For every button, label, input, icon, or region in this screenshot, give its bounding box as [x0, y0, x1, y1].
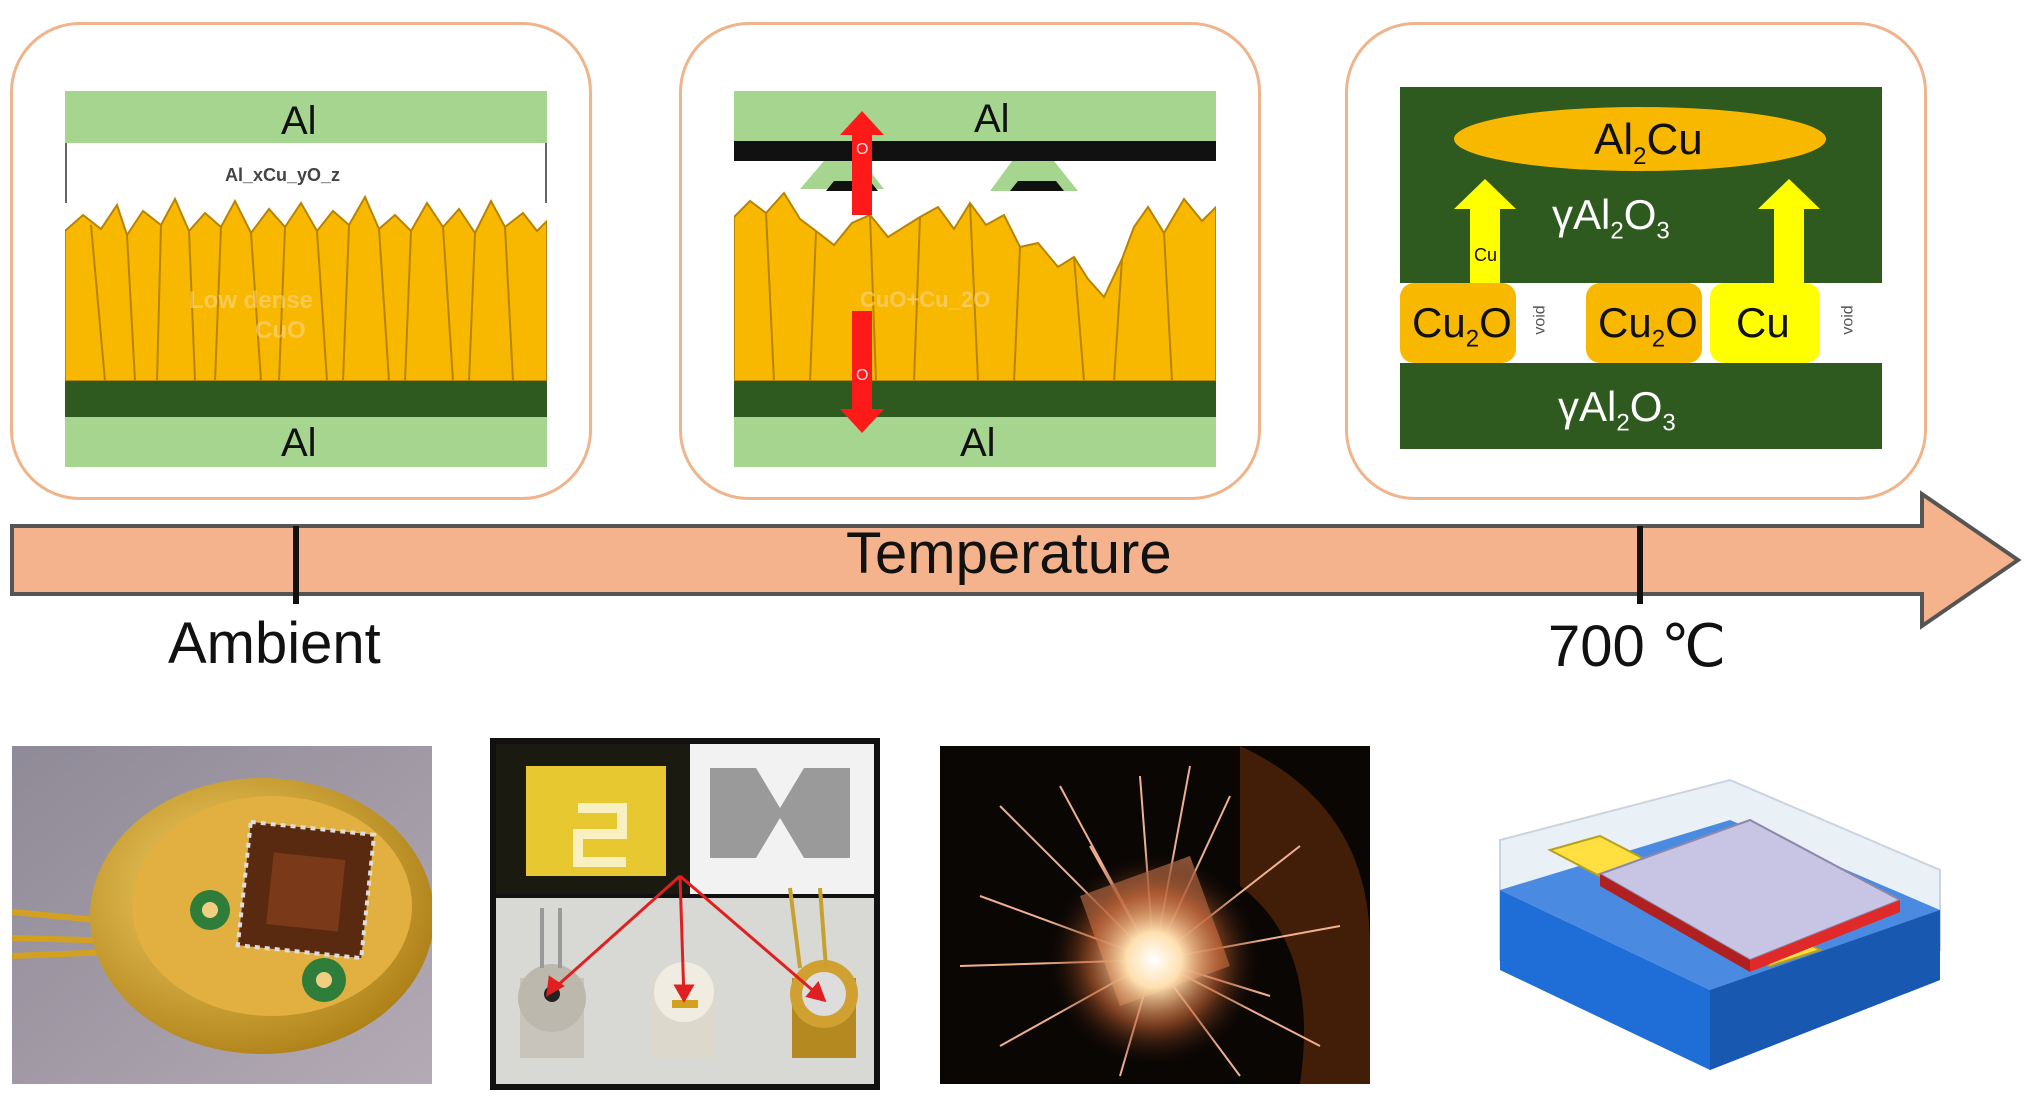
top-al-label: Al	[974, 97, 1010, 141]
void-label-left: void	[1531, 305, 1549, 335]
700c-tick-label: 700 ℃	[1548, 614, 1727, 679]
temperature-arrow	[10, 490, 2022, 630]
top-al-label: Al	[281, 99, 317, 143]
panel-intermediate: Al CuO+Cu_2O Al O O	[679, 22, 1261, 500]
ignition-spark-photo	[940, 746, 1370, 1084]
intermediate-layer-stack: Al CuO+Cu_2O Al O O	[734, 91, 1216, 467]
panel-700c: Al2Cu γAl2O3 Cu Cu2O void Cu2O Cu void γ…	[1345, 22, 1927, 500]
to-can-device-photo	[12, 746, 432, 1084]
cu2o-grain-left	[1400, 283, 1516, 363]
chip-and-package-photo	[490, 738, 880, 1090]
cuo-cu2o-label: CuO+Cu_2O	[860, 287, 991, 312]
panel-ambient: Al Al_xCu_yO_z Low dense CuO Al	[10, 22, 592, 500]
upper-gamma-alumina-label: γAl2O3	[1552, 191, 1670, 245]
void-label-right: void	[1839, 305, 1857, 335]
bottom-al-label: Al	[281, 421, 317, 465]
cu-diffusion-arrow-right	[1758, 179, 1820, 285]
ambient-layer-stack: Al Al_xCu_yO_z Low dense CuO Al	[65, 91, 547, 467]
al2cu-ellipse	[1454, 107, 1826, 171]
temperature-axis-title: Temperature	[846, 521, 1172, 586]
cu-label: Cu	[1736, 299, 1790, 346]
low-dense-label: Low dense	[189, 287, 314, 314]
cuo-crystal-layer	[65, 194, 547, 381]
bottom-al-layer	[734, 417, 1216, 467]
cu2o-grain-middle	[1586, 283, 1702, 363]
cuo-cu2o-crystal-layer	[734, 191, 1216, 381]
lower-alumina-layer	[1400, 363, 1882, 449]
al2cu-label: Al2Cu	[1594, 115, 1703, 170]
bottom-al-layer	[65, 417, 547, 467]
cuo-label: CuO	[255, 317, 306, 344]
interlayer-label: Al_xCu_yO_z	[225, 165, 341, 185]
top-oxide-strip	[734, 141, 1216, 191]
bottom-oxide-layer	[65, 381, 547, 417]
interlayer	[65, 143, 547, 203]
final-layer-stack: Al2Cu γAl2O3 Cu Cu2O void Cu2O Cu void γ…	[1400, 87, 1882, 449]
oxygen-arrow-up-label: O	[856, 141, 869, 158]
bottom-al-label: Al	[960, 421, 996, 465]
chip-3d-model	[1499, 778, 1941, 1070]
oxygen-arrow-up	[840, 111, 884, 215]
bottom-oxide-layer	[734, 381, 1216, 417]
cu-diffusion-arrow-left	[1454, 179, 1516, 285]
oxygen-arrow-down	[840, 311, 884, 433]
top-al-layer	[65, 91, 547, 143]
cu-arrow-label: Cu	[1474, 245, 1498, 265]
cu2o-label-middle: Cu2O	[1598, 299, 1698, 353]
top-al-layer	[734, 91, 1216, 141]
cu2o-label-left: Cu2O	[1412, 299, 1512, 353]
cu-grain	[1710, 283, 1820, 363]
lower-gamma-alumina-label: γAl2O3	[1558, 383, 1676, 437]
ambient-tick-label: Ambient	[168, 611, 381, 676]
oxygen-arrow-down-label: O	[856, 367, 869, 384]
